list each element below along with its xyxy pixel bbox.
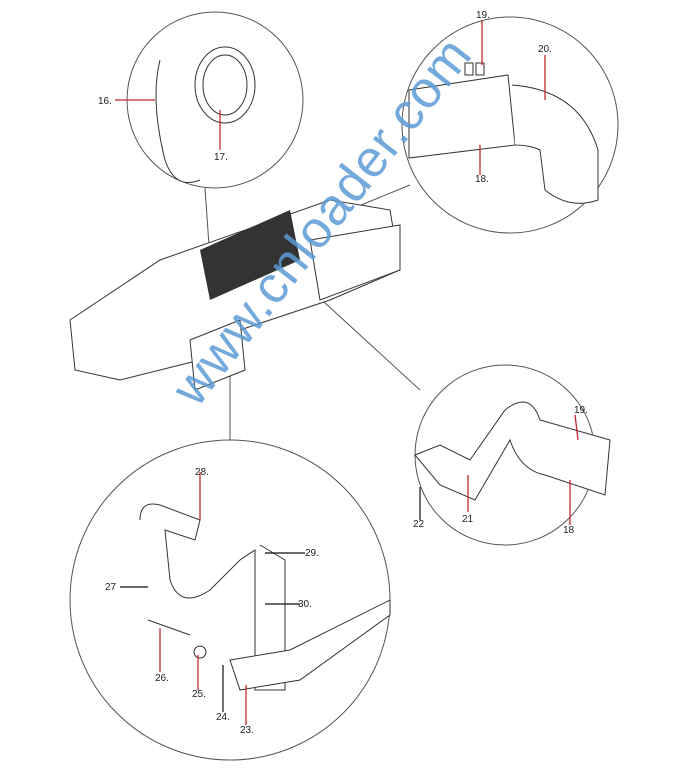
callout-17: 17.: [214, 152, 228, 163]
callout-21: 21: [462, 514, 474, 525]
callout-24: 24.: [216, 712, 230, 723]
callout-28: 28.: [195, 467, 209, 478]
callout-20: 20.: [538, 44, 552, 55]
callout-23: 23.: [240, 725, 254, 736]
callout-16: 16.: [98, 96, 112, 107]
callout-18-right: 18: [563, 525, 575, 536]
callout-19-right: 19.: [574, 405, 588, 416]
callout-26: 26.: [155, 673, 169, 684]
detail-circle-hose-assembly: [69, 439, 391, 761]
callout-27: 27: [105, 582, 117, 593]
callout-29: 29.: [305, 548, 319, 559]
callout-25: 25.: [192, 689, 206, 700]
detail-circle-gauge: [126, 11, 304, 189]
callout-18-top: 18.: [475, 174, 489, 185]
detail-circle-pipe-right: [414, 364, 611, 546]
callout-19-top: 19.: [476, 10, 490, 21]
machine-overview: [69, 199, 401, 391]
callout-22: 22: [413, 519, 425, 530]
detail-circle-pipe-top: [401, 16, 619, 234]
callout-30: 30.: [298, 599, 312, 610]
